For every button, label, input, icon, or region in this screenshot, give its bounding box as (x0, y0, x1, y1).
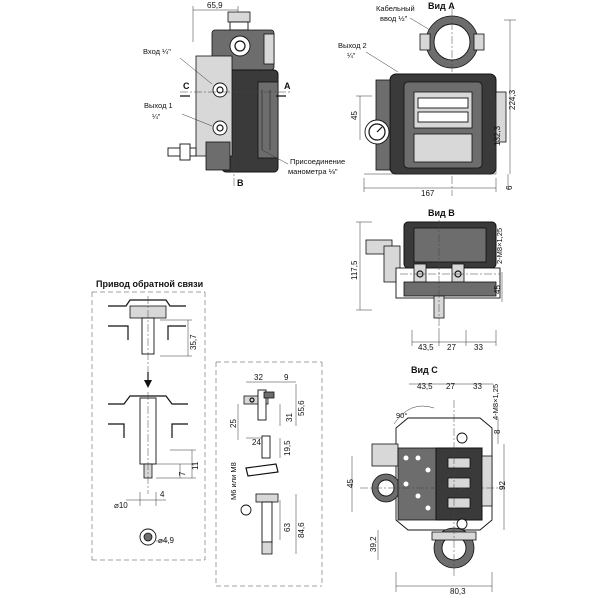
view-a: Вид А Кабельный ввод ½" Выход 2 ¼" 167 (338, 1, 517, 198)
dim-167: 167 (421, 189, 435, 198)
thread-c: 4-M8×1,25 (491, 384, 500, 420)
label-a: A (284, 81, 291, 91)
dim-132-3: 132,3 (493, 125, 502, 146)
dim-d4-9: ⌀4,9 (158, 536, 174, 545)
bracket-detail: 32 9 25 24 31 55,6 19,5 M6 или M8 63 84,… (215, 361, 323, 587)
cable-entry-1: Кабельный (376, 4, 415, 13)
dim-117-5: 117,5 (350, 260, 359, 280)
gauge-connection-1: Присоединение (290, 157, 345, 166)
dim-8: 8 (493, 429, 502, 434)
dim-7: 7 (178, 471, 187, 476)
view-b-title: Вид В (428, 208, 455, 218)
dim-6: 6 (505, 185, 514, 190)
gauge-connection-2: манометра ⅛" (288, 167, 338, 176)
dim-11: 11 (191, 461, 200, 470)
dim-d10: ⌀10 (114, 501, 128, 510)
cable-entry-2: ввод ½" (380, 14, 408, 23)
thread-b: 2-M8×1,25 (495, 228, 504, 264)
dim-224-3: 224,3 (508, 89, 517, 110)
dim-32: 32 (254, 373, 263, 382)
thread-label: M6 или M8 (229, 462, 238, 500)
dim-45-c: 45 (346, 479, 355, 488)
dim-27-b: 27 (447, 343, 456, 352)
outlet2-size: ¼" (347, 53, 356, 60)
dim-63: 63 (283, 523, 292, 532)
label-c: C (183, 81, 190, 91)
dim-92: 92 (498, 481, 507, 490)
feedback-drive: Привод обратной связи 35,7 7 11 4 (91, 279, 206, 561)
dim-65-9: 65,9 (207, 1, 223, 10)
dim-33-c: 33 (473, 382, 482, 391)
dim-33-b: 33 (474, 343, 483, 352)
dim-80-3: 80,3 (450, 587, 466, 596)
view-c: Вид С 43,5 27 33 4-M8×1,25 90° (346, 365, 507, 596)
angle-90: 90° (396, 411, 407, 420)
dim-19-5: 19,5 (283, 440, 292, 456)
inlet-label: Вход ¼" (143, 47, 171, 56)
dim-55-6: 55,6 (297, 400, 306, 416)
dim-39-2: 39,2 (369, 536, 378, 552)
dim-27-c: 27 (446, 382, 455, 391)
label-b: B (237, 178, 244, 188)
outlet2-label: Выход 2 (338, 41, 367, 50)
dim-35-7: 35,7 (189, 334, 198, 350)
view-b: Вид В 117,5 45 2-M8×1,25 43,5 27 33 (350, 208, 504, 352)
dim-43-5-b: 43,5 (418, 343, 434, 352)
dim-43-5-c: 43,5 (417, 382, 433, 391)
dim-31: 31 (285, 413, 294, 422)
view-a-title: Вид А (428, 1, 455, 11)
outlet1-label: Выход 1 (144, 101, 173, 110)
dim-25: 25 (229, 419, 238, 428)
dim-24: 24 (252, 438, 261, 447)
side-view: 65,9 C A B Вход ¼" Выход (143, 1, 345, 188)
dim-45-a: 45 (350, 111, 359, 120)
dim-84-6: 84,6 (297, 522, 306, 538)
outlet1-size: ¼" (152, 114, 161, 121)
feedback-title: Привод обратной связи (96, 279, 203, 289)
dim-45-b: 45 (493, 285, 502, 294)
dim-9: 9 (284, 373, 289, 382)
dim-4: 4 (160, 490, 165, 499)
view-c-title: Вид С (411, 365, 438, 375)
